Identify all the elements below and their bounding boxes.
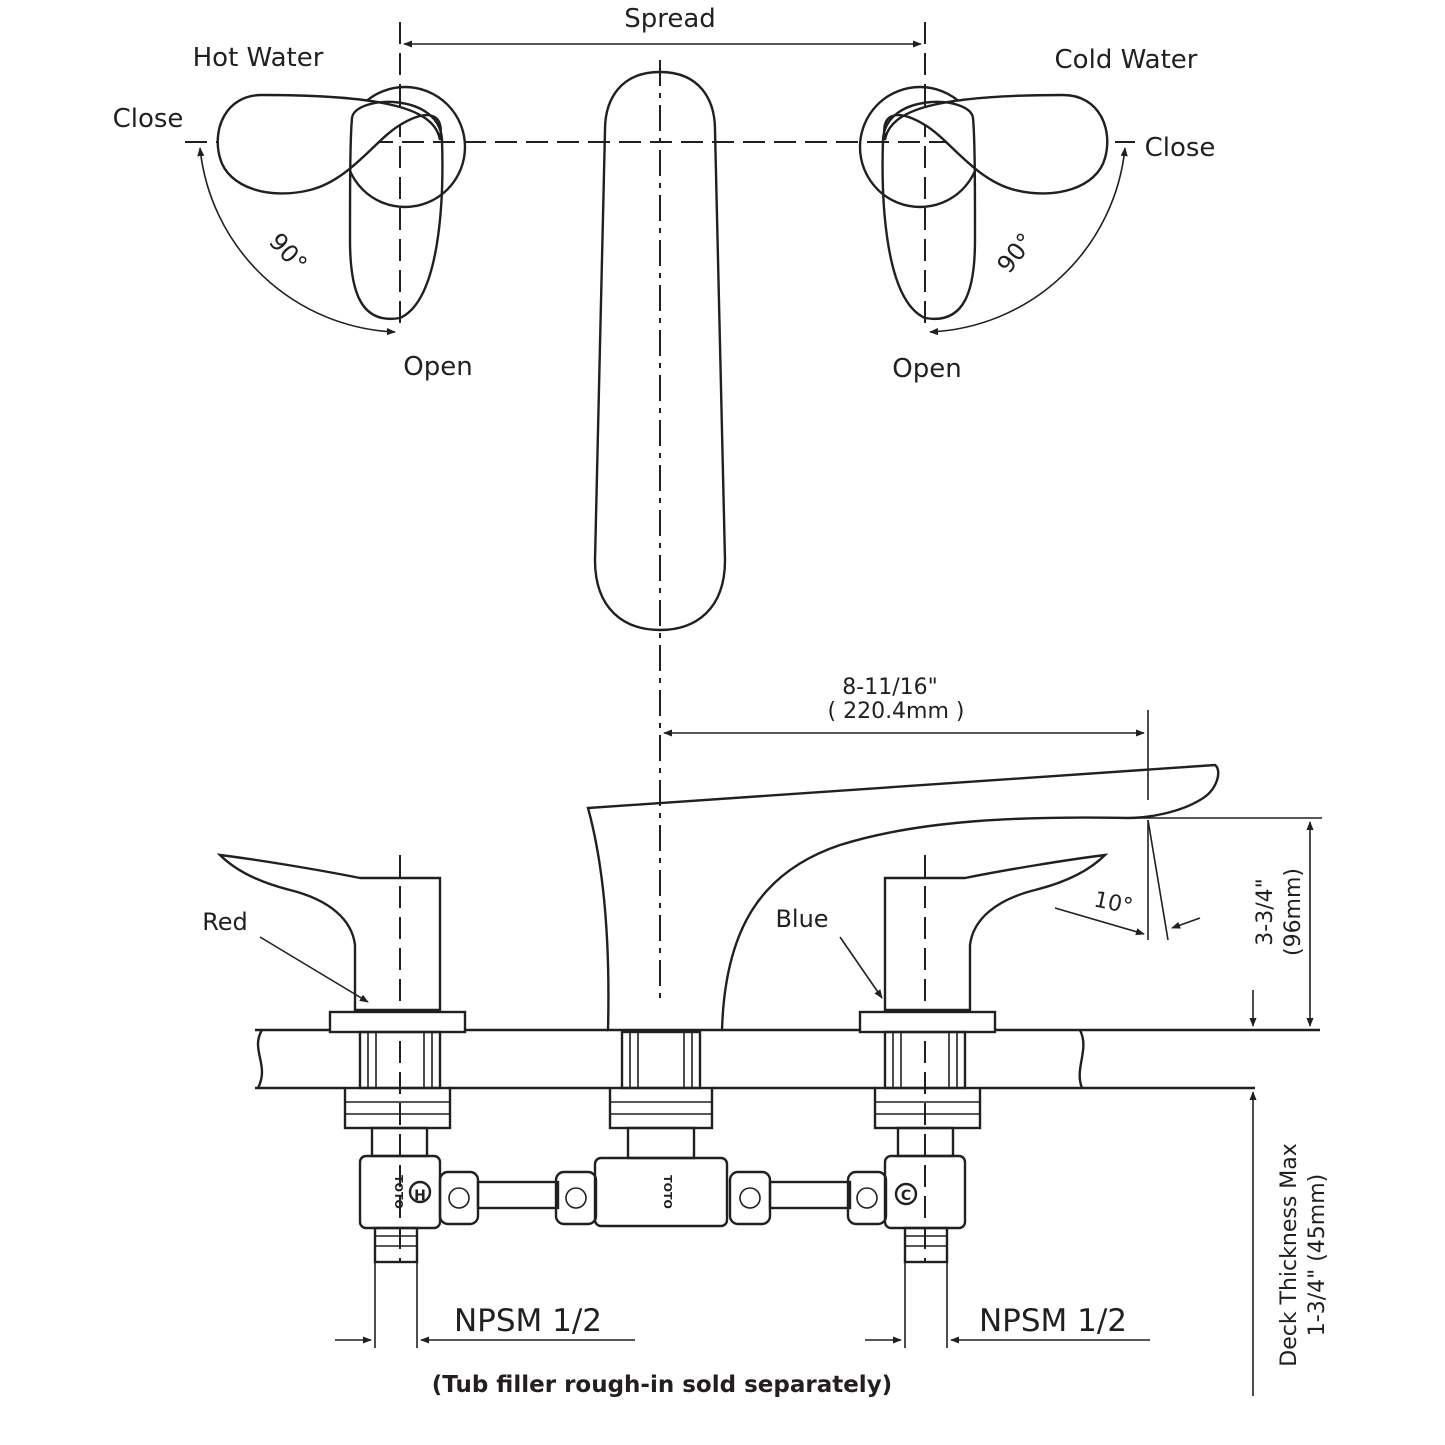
cold-valve-mark [894, 1182, 918, 1206]
angle-right-label: 90° [992, 228, 1040, 279]
cold-lever-side [883, 853, 1109, 1012]
deck-break-left [256, 1029, 264, 1089]
angle-left-label: 90° [263, 227, 312, 277]
npsm-left-label: NPSM 1/2 [454, 1303, 602, 1339]
hot-lever-closed [216, 93, 442, 195]
reach-mm-label: ( 220.4mm ) [828, 699, 965, 724]
cold-lever-closed [883, 93, 1109, 195]
close-right-label: Close [1145, 133, 1216, 163]
tee-body [593, 1156, 729, 1228]
deck-break-right [1078, 1029, 1085, 1089]
front-view: 8-11/16" ( 220.4mm ) 10° 3-3/4" (96mm) D… [202, 675, 1330, 1398]
hot-inlet [373, 1226, 419, 1264]
hot-valve-letter: H [414, 1188, 426, 1204]
tee-brand: TOTO [661, 1175, 674, 1209]
npsm-right-label: NPSM 1/2 [979, 1303, 1127, 1339]
hot-mount-nut [343, 1086, 452, 1130]
spout-angle-label: 10° [1092, 887, 1135, 920]
hot-rotation-arc [197, 147, 396, 336]
red-label: Red [202, 908, 248, 936]
hot-lever-side [216, 853, 442, 1012]
supply-tubes [438, 1170, 888, 1226]
angle-arrow-right [1171, 917, 1201, 929]
rough-in-note: (Tub filler rough-in sold separately) [432, 1372, 892, 1398]
spout-profile [586, 763, 1220, 1032]
cold-water-label: Cold Water [1055, 45, 1198, 75]
cold-handle-top [858, 85, 1128, 336]
deck-thickness-title: Deck Thickness Max [1277, 1143, 1302, 1367]
deck-thickness-value: 1-3/4" (45mm) [1305, 1174, 1330, 1336]
hot-valve-brand: TOTO [392, 1175, 405, 1209]
fitting-cold [846, 1170, 888, 1226]
spout-mount-nut [608, 1086, 714, 1130]
spout-top [593, 70, 727, 632]
close-left-label: Close [113, 104, 184, 134]
cold-rotation-arc [929, 147, 1128, 336]
height-mm-label: (96mm) [1281, 868, 1306, 956]
cold-handle-side: C [858, 853, 1150, 1348]
cold-valve-letter: C [901, 1188, 911, 1204]
spread-label: Spread [624, 4, 716, 34]
cold-escutcheon-side [858, 1010, 997, 1034]
top-view: Spread Hot Water Cold Water Close Close … [113, 4, 1216, 1000]
hot-valve-mark [408, 1180, 432, 1204]
open-right-label: Open [892, 354, 961, 384]
hot-handle-top [197, 85, 467, 336]
spout-rough-in: TOTO [593, 1030, 729, 1228]
spout-shank [620, 1030, 702, 1090]
hot-escutcheon-side [328, 1010, 467, 1034]
angle-arrow-left [1054, 907, 1145, 936]
cold-mount-nut [873, 1086, 982, 1130]
open-left-label: Open [403, 352, 472, 382]
blue-label: Blue [775, 905, 828, 933]
red-leader [259, 936, 369, 1003]
height-inch-label: 3-3/4" [1253, 878, 1278, 945]
blue-leader [839, 936, 883, 999]
hot-handle-side: H TOTO [216, 853, 635, 1348]
hot-water-label: Hot Water [193, 43, 324, 73]
reach-inch-label: 8-11/16" [842, 675, 937, 700]
fitting-tee-left [554, 1170, 598, 1226]
aerator-angle-line [1147, 819, 1169, 941]
fitting-tee-right [728, 1170, 772, 1226]
tube-left [476, 1180, 560, 1210]
cold-inlet [903, 1226, 949, 1264]
tube-right [768, 1180, 852, 1210]
fitting-hot [438, 1170, 480, 1226]
spout-stem [626, 1126, 696, 1160]
